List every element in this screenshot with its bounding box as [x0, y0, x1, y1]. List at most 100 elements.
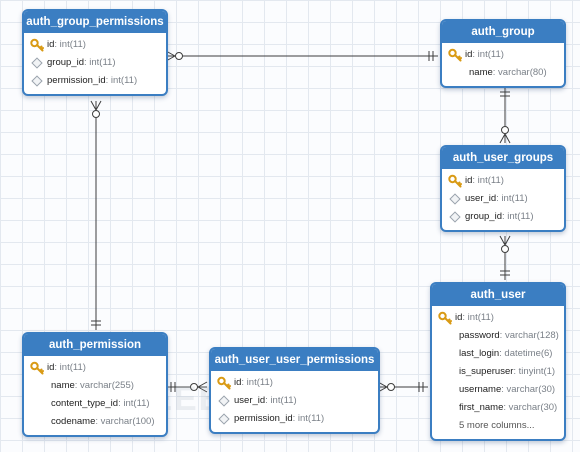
field-row-name[interactable]: name: varchar(80) [442, 64, 564, 82]
field-name: id [47, 39, 55, 50]
field-type: : int(11) [83, 57, 116, 68]
field-row-codename[interactable]: codename: varchar(100) [24, 413, 166, 431]
field-type: : varchar(30) [503, 402, 558, 413]
foreign-key-icon [217, 412, 231, 426]
optional-marker [92, 110, 100, 118]
table-fields: id: int(11)password: varchar(128)last_lo… [432, 306, 564, 439]
field-row-permission-id[interactable]: permission_id: int(11) [211, 410, 378, 428]
optional-marker [387, 383, 395, 391]
optional-marker [501, 126, 509, 134]
field-type: : varchar(128) [499, 330, 559, 341]
table-title: auth_permission [24, 334, 166, 356]
field-type: : int(11) [501, 211, 534, 222]
field-type: : int(11) [54, 39, 86, 50]
field-type: : varchar(100) [95, 416, 155, 427]
field-name: id [465, 49, 473, 60]
table-title: auth_user_groups [442, 147, 564, 169]
field-row-id[interactable]: id: int(11) [432, 309, 564, 327]
optional-marker [501, 245, 509, 253]
field-row-user-id[interactable]: user_id: int(11) [211, 392, 378, 410]
many-marker [197, 381, 208, 388]
field-type: : int(11) [241, 377, 273, 388]
field-row-last-login[interactable]: last_login: datetime(6) [432, 345, 564, 363]
field-row-user-id[interactable]: user_id: int(11) [442, 190, 564, 208]
field-name: group_id [47, 57, 84, 68]
more-columns-link[interactable]: 5 more columns... [459, 420, 535, 431]
field-name: permission_id [234, 413, 293, 424]
field-type: : tinyint(1) [513, 366, 556, 377]
field-row-content-type-id[interactable]: content_type_id: int(11) [24, 395, 166, 413]
field-name: username [459, 384, 502, 395]
field-name: group_id [465, 211, 502, 222]
field-row-username[interactable]: username: varchar(30) [432, 381, 564, 399]
field-name: user_id [234, 395, 266, 406]
field-name: permission_id [47, 75, 106, 86]
field-type: : varchar(30) [501, 384, 556, 395]
field-name: user_id [465, 193, 497, 204]
table-title: auth_group_permissions [24, 11, 166, 33]
field-row-is-superuser[interactable]: is_superuser: tinyint(1) [432, 363, 564, 381]
field-row-first-name[interactable]: first_name: varchar(30) [432, 399, 564, 417]
field-type: : int(11) [118, 398, 150, 409]
table-fields: id: int(11)user_id: int(11)group_id: int… [442, 169, 564, 230]
table-title: auth_group [442, 21, 564, 43]
field-type: : varchar(255) [74, 380, 134, 391]
many-marker [95, 100, 102, 111]
foreign-key-icon [217, 394, 231, 408]
field-name: id [455, 312, 463, 323]
field-name: id [234, 377, 242, 388]
many-marker [197, 386, 208, 393]
field-name: id [465, 175, 473, 186]
key-icon [438, 311, 452, 325]
field-row-group-id[interactable]: group_id: int(11) [442, 208, 564, 226]
field-name: password [459, 330, 500, 341]
table-title: auth_user_user_permissions [211, 349, 378, 371]
field-name: name [469, 67, 493, 78]
many-marker [504, 235, 511, 246]
foreign-key-icon [448, 210, 462, 224]
key-icon [448, 48, 462, 62]
field-row-id[interactable]: id: int(11) [211, 374, 378, 392]
foreign-key-icon [30, 56, 44, 70]
field-row-id[interactable]: id: int(11) [442, 46, 564, 64]
field-type: : int(11) [472, 49, 504, 60]
field-row-permission-id[interactable]: permission_id: int(11) [24, 72, 166, 90]
optional-marker [190, 383, 198, 391]
table-fields: id: int(11)group_id: int(11)permission_i… [24, 33, 166, 94]
field-type: : int(11) [496, 193, 528, 204]
table-title: auth_user [432, 284, 564, 306]
field-name: is_superuser [459, 366, 514, 377]
field-row-id[interactable]: id: int(11) [24, 359, 166, 377]
many-marker [90, 100, 97, 111]
field-type: : int(11) [105, 75, 138, 86]
field-row-group-id[interactable]: group_id: int(11) [24, 54, 166, 72]
foreign-key-icon [30, 74, 44, 88]
key-icon [448, 174, 462, 188]
key-icon [30, 38, 44, 52]
key-icon [217, 376, 231, 390]
field-row-id[interactable]: id: int(11) [442, 172, 564, 190]
field-row-id[interactable]: id: int(11) [24, 36, 166, 54]
optional-marker [175, 52, 183, 60]
table-fields: id: int(11)name: varchar(80) [442, 43, 564, 86]
field-row-password[interactable]: password: varchar(128) [432, 327, 564, 345]
field-name: content_type_id [51, 398, 119, 409]
table-fields: id: int(11)name: varchar(255)content_typ… [24, 356, 166, 435]
key-icon [30, 361, 44, 375]
field-name: name [51, 380, 75, 391]
field-name: id [47, 362, 55, 373]
many-marker [504, 133, 511, 144]
field-name: codename [51, 416, 96, 427]
field-row-name[interactable]: name: varchar(255) [24, 377, 166, 395]
field-type: : int(11) [472, 175, 504, 186]
many-marker [499, 133, 506, 144]
field-type: : int(11) [54, 362, 86, 373]
field-name: first_name [459, 402, 504, 413]
